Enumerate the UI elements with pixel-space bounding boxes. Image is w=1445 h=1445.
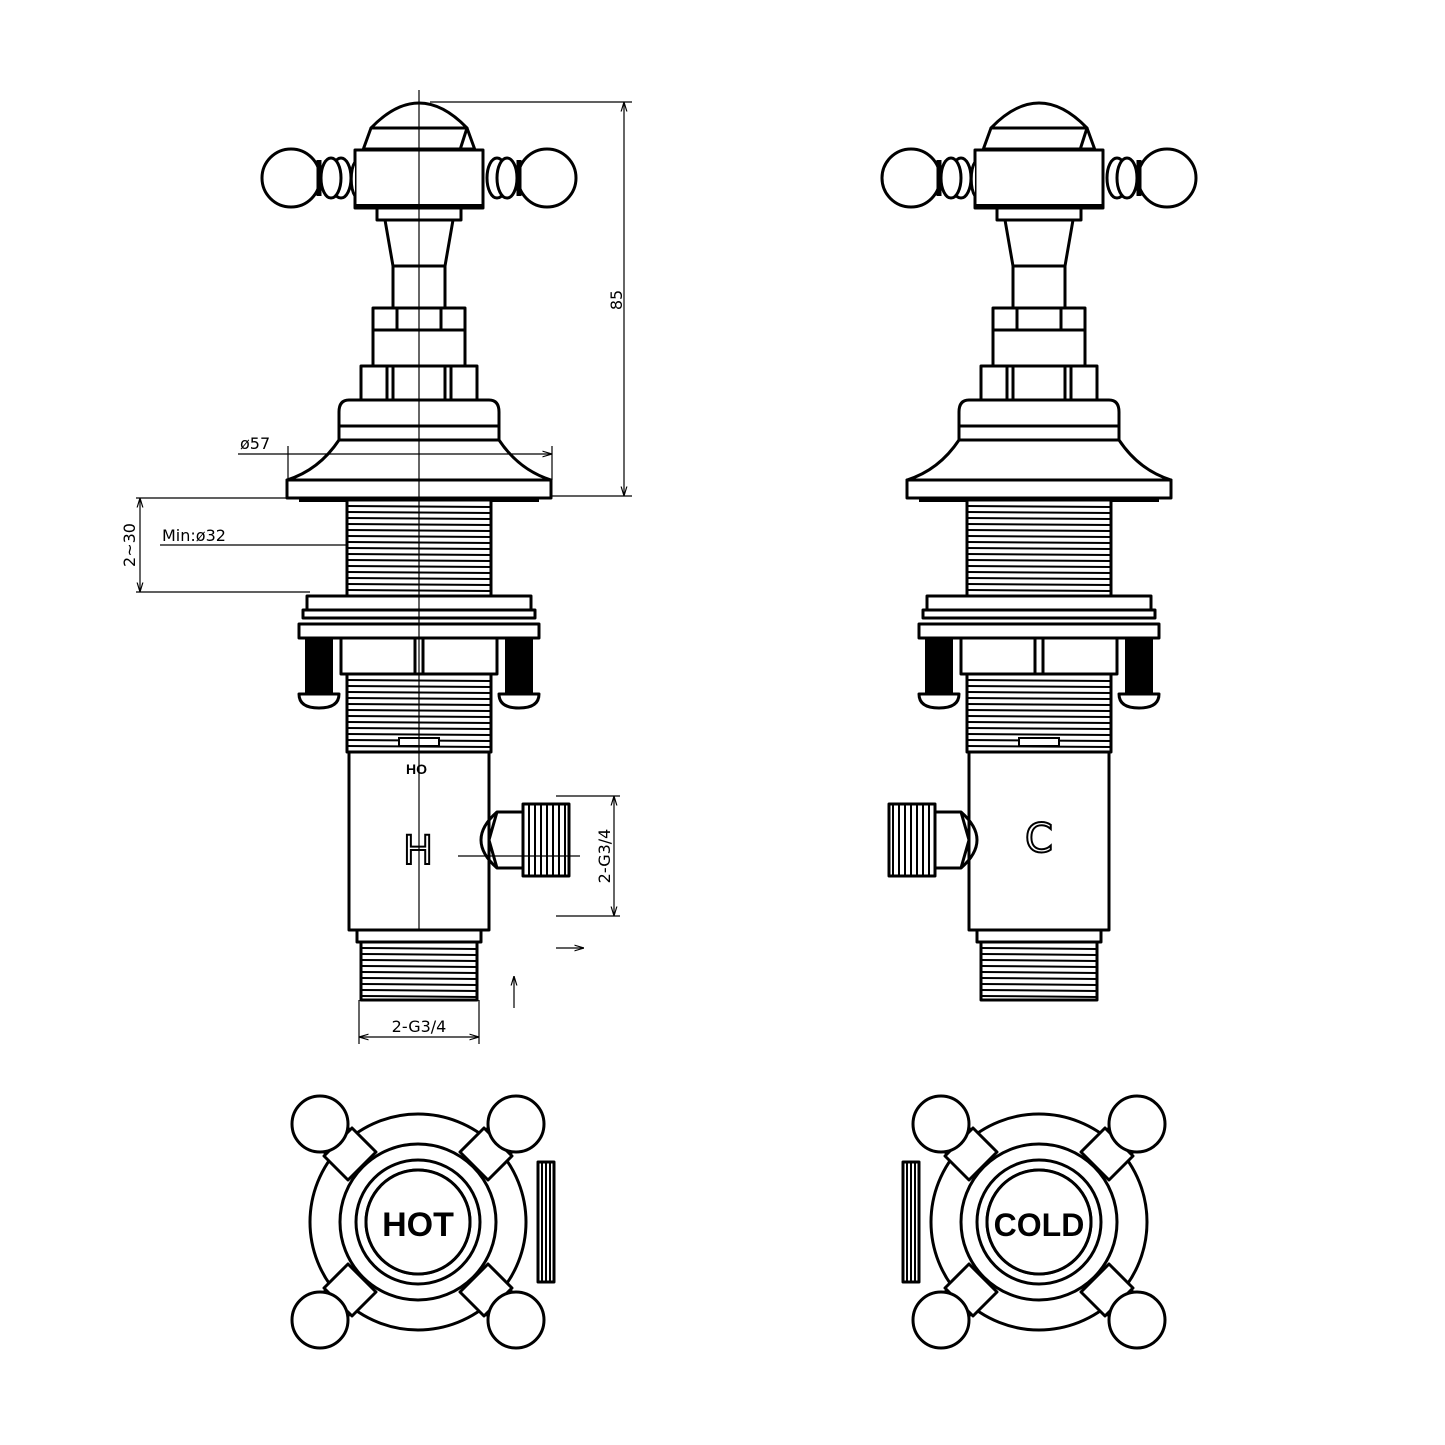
dim-deck-thickness: 2~30 xyxy=(120,523,139,567)
dim-side-outlet: 2-G3/4 xyxy=(595,829,614,884)
cold-valve-elevation xyxy=(882,103,1196,1000)
dim-flange-diameter: ø57 xyxy=(240,434,270,453)
cold-cap-label: COLD xyxy=(994,1207,1085,1243)
dim-min-hole: Min:ø32 xyxy=(162,526,226,545)
dim-bottom-inlet: 2-G3/4 xyxy=(392,1017,447,1036)
body-marking-c: C xyxy=(1025,816,1053,862)
stamp-ho: HO xyxy=(406,761,427,777)
dim-height: 85 xyxy=(607,290,626,310)
cold-plan-view xyxy=(901,1096,1165,1348)
body-marking-h: H xyxy=(403,828,433,874)
hot-plan-view xyxy=(292,1096,556,1348)
hot-cap-label: HOT xyxy=(382,1206,454,1244)
